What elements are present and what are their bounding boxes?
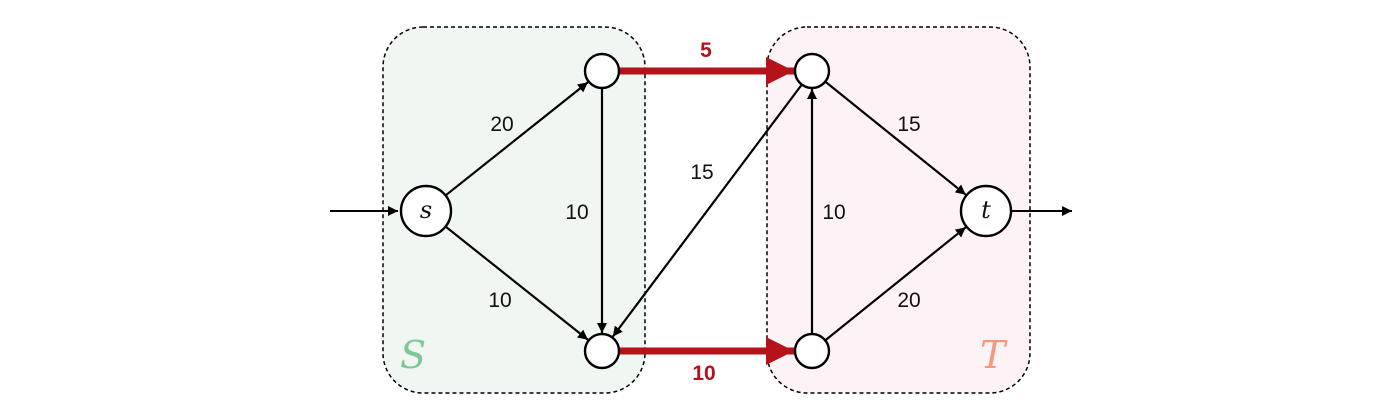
node-label-s: s [420,196,432,224]
edge-capacity-label: 10 [488,289,511,312]
edge-capacity-label: 10 [692,362,715,385]
node-label-t: t [981,196,991,224]
edge-capacity-label: 15 [897,113,920,136]
edge-capacity-label: 15 [690,161,713,184]
node-c [793,52,831,90]
edge-capacity-label: 20 [490,113,513,136]
edge-c-b [611,83,803,338]
set-S-label: S [400,333,426,377]
edge-s-b [444,225,589,341]
node-t [959,184,1013,238]
edge-c-t [824,80,967,196]
edge-capacity-label: 20 [897,289,920,312]
set-T-label: T [980,333,1008,377]
node-a [583,52,621,90]
node-d [793,332,831,370]
edge-capacity-label: 10 [822,201,845,224]
edge-d-t [824,226,967,342]
edge-capacity-label: 10 [565,201,588,224]
edge-capacity-label: 5 [700,39,712,62]
edge-s-a [444,81,589,197]
node-b [583,332,621,370]
node-s [399,184,453,238]
